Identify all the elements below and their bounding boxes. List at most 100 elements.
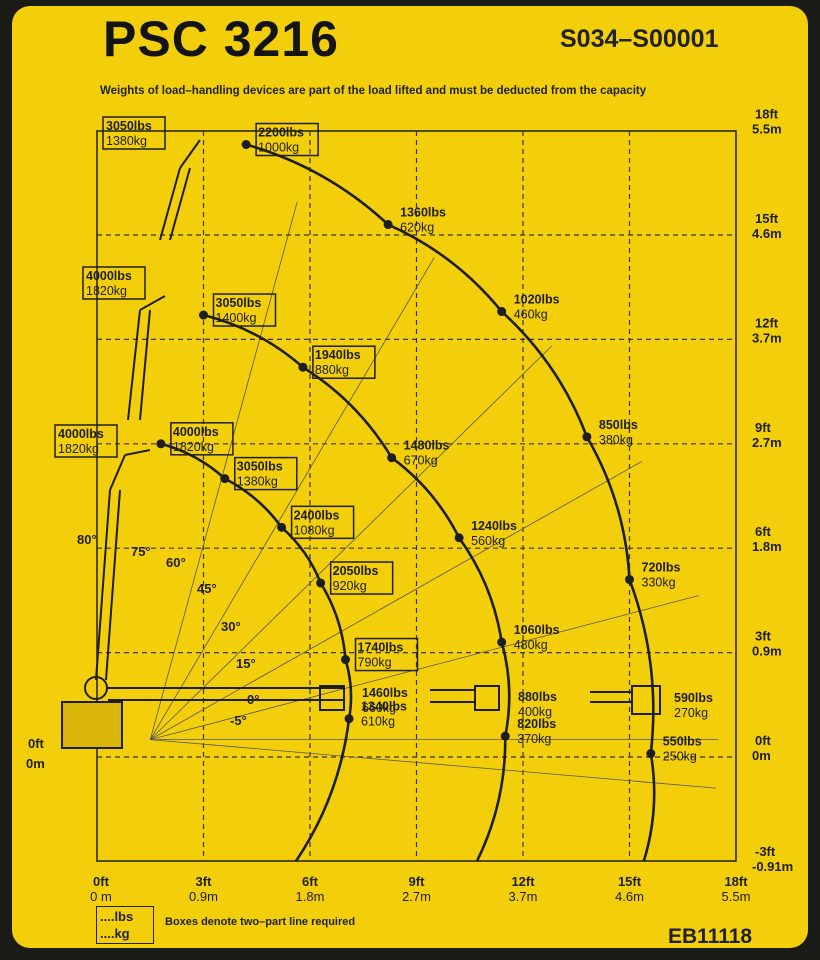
warning-note: Weights of load–handling devices are par…: [100, 85, 647, 97]
x-tick-m: 0 m: [90, 889, 112, 904]
y-tick-m-right: 4.6m: [752, 226, 782, 241]
angle-label: 45°: [197, 581, 217, 596]
point-kg: 250kg: [663, 750, 697, 764]
legend-text: Boxes denote two–part line required: [165, 916, 356, 928]
y-tick-m-right: -0.91m: [752, 859, 793, 874]
capacity-curve: [245, 143, 656, 862]
capacity-point: [383, 220, 393, 230]
point-kg: 460kg: [514, 308, 548, 322]
point-lbs: 850lbs: [599, 418, 638, 432]
point-kg: 370kg: [517, 732, 551, 746]
angle-lines: [149, 201, 719, 789]
x-tick-m: 3.7m: [509, 889, 538, 904]
angle-labels: 80°75°60°45°30°15°0°-5°: [77, 532, 259, 728]
angle-label: 80°: [77, 532, 97, 547]
x-tick-ft: 12ft: [511, 874, 535, 889]
y-tick-ft-right: 18ft: [755, 107, 779, 122]
capacity-point: [454, 533, 464, 543]
y-tick-ft-right: 3ft: [755, 629, 772, 644]
boom-tip-box: [82, 266, 146, 300]
two-part-line-box: [234, 456, 298, 491]
angle-label: 0°: [247, 692, 259, 707]
x-tick-m: 2.7m: [402, 889, 431, 904]
y-tick-ft-left: 0ft: [28, 736, 45, 751]
two-part-line-box: [354, 637, 419, 672]
x-tick-ft: 3ft: [196, 874, 213, 889]
point-lbs: 1340lbs: [361, 700, 407, 714]
horizontal-lbs: 590lbs: [674, 691, 713, 705]
point-kg: 1080kg: [294, 523, 335, 537]
x-tick-m: 4.6m: [615, 889, 644, 904]
y-tick-m-right: 2.7m: [752, 435, 782, 450]
point-kg: 1400kg: [216, 311, 257, 325]
boom-tip-lbs: 4000lbs: [58, 427, 104, 441]
capacity-point: [497, 637, 507, 647]
x-tick-m: 1.8m: [296, 889, 325, 904]
point-lbs: 4000lbs: [173, 425, 219, 439]
angle-line: [150, 460, 643, 740]
legend-kg: ....kg: [100, 926, 130, 941]
boom-tip-box: [102, 116, 166, 150]
angle-label: 60°: [166, 555, 186, 570]
capacity-plate: [12, 6, 808, 948]
horizontal-kg: 660kg: [362, 701, 396, 715]
angle-line: [150, 739, 717, 789]
x-tick-ft: 18ft: [724, 874, 748, 889]
capacity-point: [199, 310, 208, 320]
y-tick-ft-right: 12ft: [755, 315, 779, 330]
horizontal-kg: 270kg: [674, 706, 708, 720]
x-tick-m: 5.5m: [722, 889, 751, 904]
point-kg: 480kg: [514, 638, 548, 652]
horizontal-kg: 400kg: [518, 705, 552, 719]
capacity-point: [387, 453, 397, 463]
capacity-point: [156, 439, 166, 449]
x-tick-ft: 9ft: [409, 874, 426, 889]
boom-tip-kg: 1380kg: [106, 134, 147, 148]
point-kg: 380kg: [599, 433, 633, 447]
y-tick-m-left: 0m: [26, 756, 45, 771]
point-lbs: 1240lbs: [471, 519, 517, 533]
angle-line: [149, 257, 435, 740]
y-tick-ft-right: 15ft: [755, 211, 779, 226]
chart-code: EB11118: [668, 925, 753, 948]
horizontal-lbs: 1460lbs: [362, 686, 408, 700]
boom-tip-lbs: 4000lbs: [86, 269, 132, 283]
angle-label: 30°: [221, 619, 241, 634]
point-kg: 620kg: [400, 221, 434, 235]
point-kg: 330kg: [642, 576, 676, 590]
model-title: PSC 3216: [103, 11, 339, 67]
point-lbs: 1360lbs: [400, 206, 446, 220]
boom-tip-box: [54, 424, 118, 458]
grid-lines: [97, 131, 736, 861]
y-tick-m-right: 3.7m: [752, 330, 782, 345]
y-tick-ft-right: 6ft: [755, 524, 772, 539]
capacity-curves: [160, 143, 656, 863]
two-part-line-box: [312, 345, 376, 379]
boom-tip-lbs: 3050lbs: [106, 119, 152, 133]
y-tick-ft-right: -3ft: [755, 844, 776, 859]
point-kg: 920kg: [333, 579, 367, 593]
legend-box: ....lbs ....kg: [96, 906, 154, 944]
point-lbs: 1060lbs: [514, 623, 560, 637]
capacity-points: 2200lbs1000kg1360lbs620kg1020lbs460kg850…: [156, 122, 702, 764]
point-lbs: 3050lbs: [237, 460, 283, 474]
serial-number: S034–S00001: [560, 25, 719, 53]
point-kg: 1000kg: [258, 141, 299, 155]
x-tick-m: 0.9m: [189, 889, 218, 904]
crane-illustration: [61, 139, 661, 749]
angle-line: [149, 345, 553, 740]
point-lbs: 2400lbs: [294, 508, 340, 522]
two-part-line-box: [255, 122, 319, 157]
y-tick-m-right: 5.5m: [752, 122, 782, 137]
capacity-point: [316, 578, 326, 588]
fixed-labels: 3050lbs1380kg4000lbs1820kg4000lbs1820kg1…: [54, 116, 713, 720]
point-kg: 560kg: [471, 534, 505, 548]
point-kg: 1380kg: [237, 475, 278, 489]
angle-line: [150, 595, 699, 740]
y-tick-m-right: 1.8m: [752, 539, 782, 554]
capacity-point: [646, 749, 656, 759]
x-tick-ft: 0ft: [93, 874, 110, 889]
capacity-point: [241, 140, 251, 150]
